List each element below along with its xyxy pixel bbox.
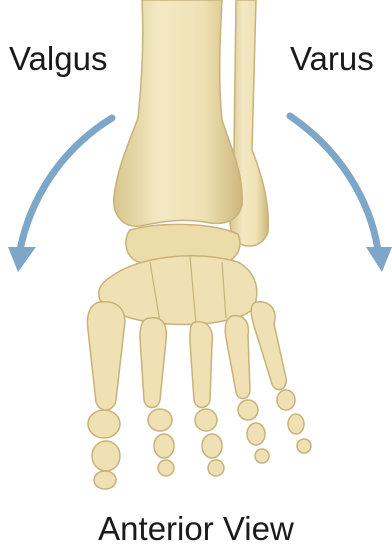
metatarsal-1	[88, 302, 125, 489]
curved-arrow-down-left-icon	[20, 118, 112, 250]
curved-arrow-down-right-icon	[290, 116, 378, 250]
arrow-head-left	[8, 247, 36, 272]
tibia-bone	[114, 0, 242, 226]
anterior-view-caption: Anterior View	[0, 512, 392, 545]
arrow-head-right	[366, 247, 392, 272]
metatarsal-2	[140, 318, 174, 476]
metatarsal-3	[190, 322, 224, 476]
